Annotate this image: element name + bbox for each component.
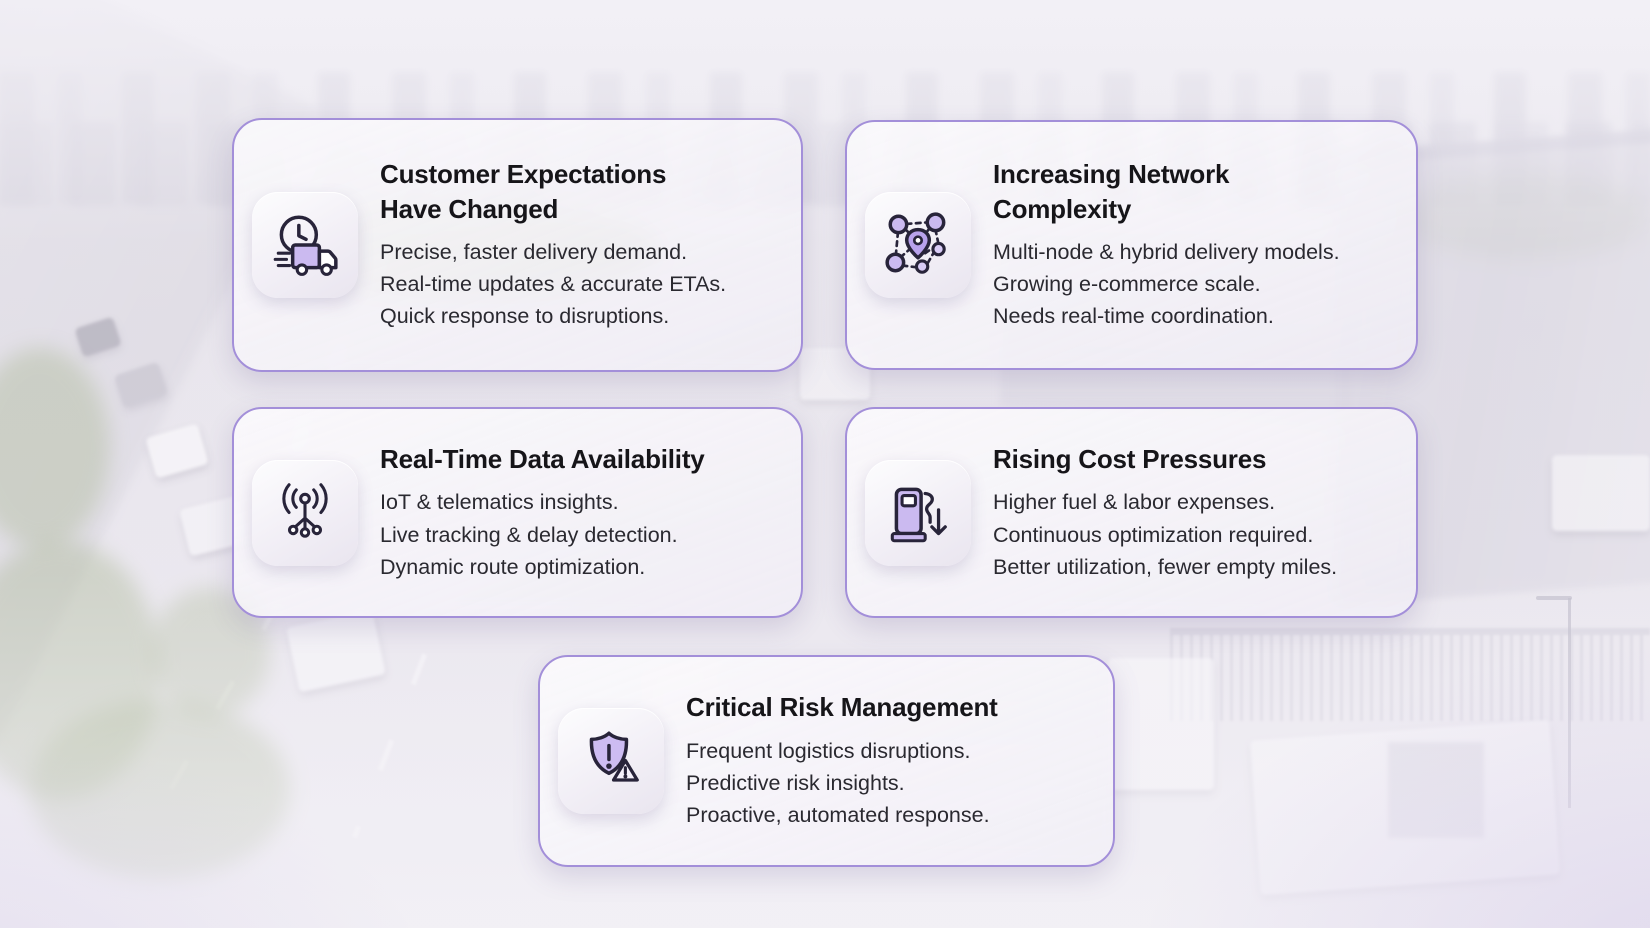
card-line: Predictive risk insights. — [686, 771, 905, 796]
card-title: Rising Cost Pressures — [993, 443, 1267, 474]
card-line: Higher fuel & labor expenses. — [993, 490, 1276, 515]
card-line: Live tracking & delay detection. — [380, 522, 678, 547]
street-lamp — [1568, 598, 1571, 808]
truck — [1249, 719, 1561, 896]
card-line: Dynamic route optimization. — [380, 554, 646, 579]
card-real-time-data: Real-Time Data Availability IoT & telema… — [232, 407, 803, 618]
card-line: Continuous optimization required. — [993, 522, 1314, 547]
card-line: Better utilization, fewer empty miles. — [993, 554, 1338, 579]
card-text: Real-Time Data Availability IoT & telema… — [380, 442, 705, 583]
card-title: Customer Expectations Have Changed — [380, 159, 667, 224]
trees — [0, 348, 110, 548]
card-line: Growing e-commerce scale. — [993, 272, 1261, 297]
antenna-broadcast-icon — [252, 459, 358, 566]
card-line: Quick response to disruptions. — [380, 304, 670, 329]
card-risk-management: Critical Risk Management Frequent logist… — [538, 655, 1115, 867]
shield-warning-icon — [558, 708, 664, 814]
fuel-pump-down-arrow-icon — [865, 459, 971, 566]
card-title: Increasing Network Complexity — [993, 159, 1230, 224]
card-line: Proactive, automated response. — [686, 803, 990, 828]
card-customer-expectations: Customer Expectations Have Changed Preci… — [232, 118, 803, 372]
fast-delivery-truck-icon — [252, 192, 358, 298]
trees — [0, 540, 160, 800]
truck — [145, 423, 209, 479]
card-title: Real-Time Data Availability — [380, 443, 705, 474]
card-line: Precise, faster delivery demand. — [380, 239, 688, 264]
card-line: Real-time updates & accurate ETAs. — [380, 272, 727, 297]
street-lamp-arm — [1536, 596, 1572, 600]
trees — [30, 700, 290, 880]
truck — [1552, 455, 1650, 531]
truck — [74, 316, 122, 358]
card-text: Customer Expectations Have Changed Preci… — [380, 157, 726, 332]
gate-fence — [1170, 628, 1650, 721]
card-text: Critical Risk Management Frequent logist… — [686, 690, 998, 831]
card-network-complexity: Increasing Network Complexity Multi-node… — [845, 120, 1418, 370]
guard-booth — [1388, 742, 1484, 838]
truck — [1108, 658, 1214, 790]
trees — [1400, 172, 1650, 260]
card-cost-pressures: Rising Cost Pressures Higher fuel & labo… — [845, 407, 1418, 618]
card-line: Multi-node & hybrid delivery models. — [993, 239, 1340, 264]
network-nodes-icon — [865, 192, 971, 298]
truck — [286, 609, 386, 693]
card-line: IoT & telematics insights. — [380, 490, 619, 515]
card-line: Frequent logistics disruptions. — [686, 738, 971, 763]
truck — [113, 361, 169, 409]
card-line: Needs real-time coordination. — [993, 304, 1274, 329]
card-text: Rising Cost Pressures Higher fuel & labo… — [993, 442, 1337, 583]
card-title: Critical Risk Management — [686, 692, 998, 723]
card-text: Increasing Network Complexity Multi-node… — [993, 157, 1340, 332]
